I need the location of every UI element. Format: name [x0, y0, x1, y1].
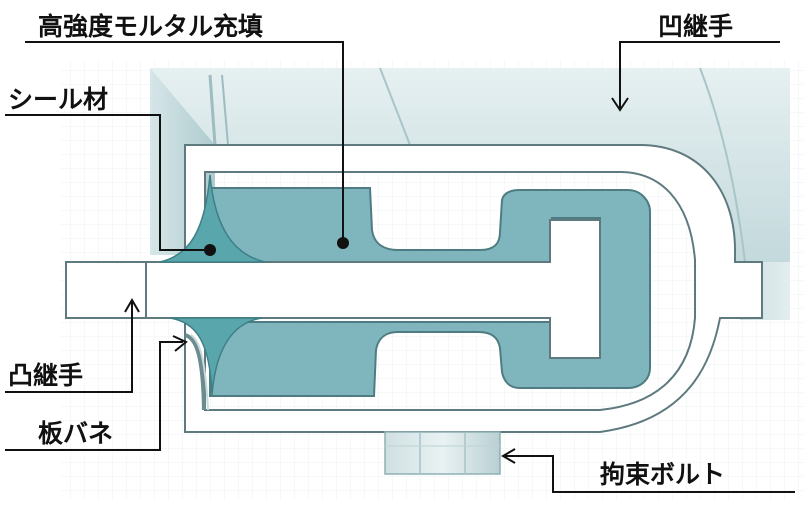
restraint-bolt	[384, 431, 501, 475]
mortar-pointer-dot	[337, 237, 349, 249]
leader-lines	[5, 41, 795, 493]
label-restraint-bolt: 拘束ボルト	[600, 460, 726, 489]
label-seal-material: シール材	[8, 85, 109, 114]
seal-lower	[169, 317, 263, 396]
label-male-joint: 凸継手	[8, 361, 84, 390]
label-female-joint: 凹継手	[658, 12, 734, 41]
seal-pointer-dot	[204, 244, 216, 256]
label-high-strength-mortar: 高強度モルタル充填	[38, 12, 264, 41]
leaf-spring	[184, 333, 206, 411]
mortar-fill	[209, 187, 651, 397]
label-leaf-spring: 板バネ	[38, 419, 114, 448]
